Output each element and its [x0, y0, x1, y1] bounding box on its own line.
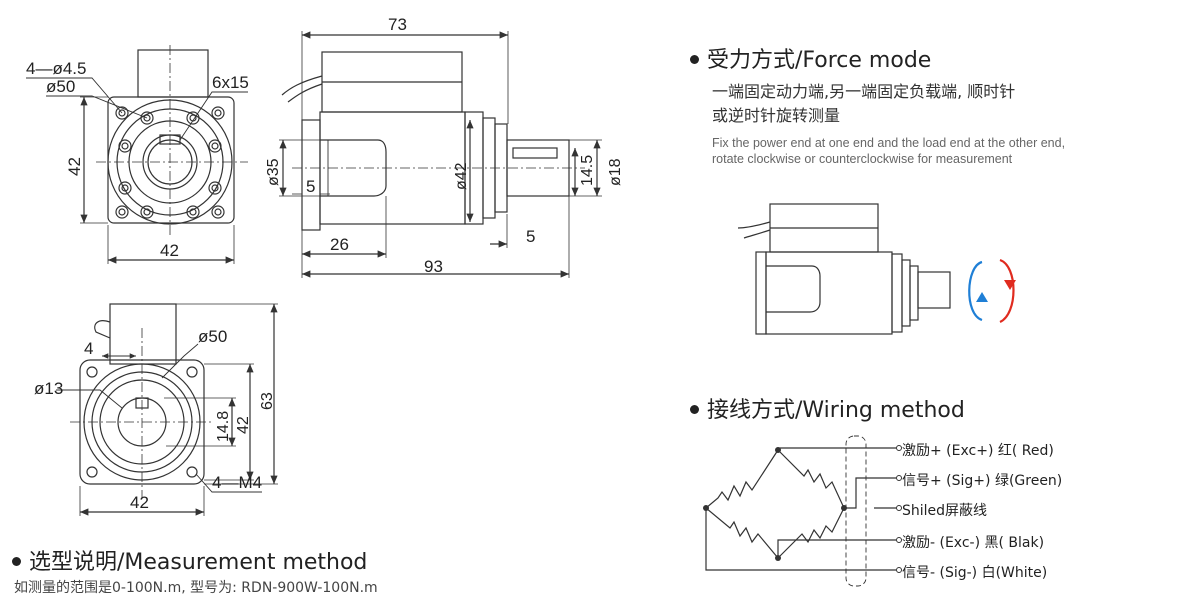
blue-arrowhead-icon — [976, 292, 988, 302]
force-mode-title: 受力方式/Force mode — [690, 42, 931, 74]
wire-label-sig-minus: 信号- (Sig-) 白(White) — [902, 565, 1048, 581]
wiring-title: 接线方式/Wiring method — [690, 392, 965, 424]
wire-label-exc-minus: 激励- (Exc-) 黑( Blak) — [902, 535, 1045, 551]
force-mode-desc-en-2: rotate clockwise or counterclockwise for… — [712, 152, 1013, 166]
dim-63: 63 — [259, 392, 276, 410]
dim-42-bottom: 42 — [130, 493, 149, 512]
dim-d50-bottom: ø50 — [198, 327, 227, 346]
force-mode-illustration — [737, 203, 1016, 335]
force-mode-desc-cn: 一端固定动力端,另一端固定负载端, 顺时针 或逆时针旋转测量 — [712, 80, 1112, 128]
measurement-title: 选型说明/Measurement method — [12, 544, 367, 576]
dim-d13: ø13 — [34, 379, 63, 398]
wire-label-shield: Shiled屏蔽线 — [902, 503, 988, 519]
dim-6x15: 6x15 — [212, 73, 249, 92]
dim-m4: 4—M4 — [212, 473, 262, 492]
dim-14-8: 14.8 — [215, 411, 232, 442]
measurement-example: 如测量的范围是0-100N.m, 型号为: RDN-900W-100N.m — [14, 580, 378, 596]
force-mode-desc-en-1: Fix the power end at one end and the loa… — [712, 136, 1066, 150]
force-mode-desc-en: Fix the power end at one end and the loa… — [712, 135, 1132, 167]
force-mode-desc-cn-1: 一端固定动力端,另一端固定负载端, 顺时针 — [712, 82, 1016, 101]
dim-hole: 4—ø4.5 — [26, 59, 86, 78]
cable-box — [137, 49, 209, 98]
dim-4: 4 — [84, 339, 93, 358]
dim-73: 73 — [388, 15, 407, 34]
bottom-drawing: ø50 4 ø13 14.8 42 63 42 4—M4 — [34, 303, 278, 516]
wiring-diagram — [703, 435, 902, 587]
dim-42-inner: 42 — [235, 416, 252, 434]
bullet-icon — [690, 404, 699, 414]
wiring-title-text: 接线方式/Wiring method — [707, 398, 965, 423]
dim-d50-top: ø50 — [46, 77, 75, 96]
force-mode-desc-cn-2: 或逆时针旋转测量 — [712, 106, 841, 125]
dim-42-bottom-top: 42 — [160, 241, 179, 260]
dim-5-right: 5 — [526, 227, 535, 246]
dim-d42: ø42 — [453, 162, 470, 190]
wire-label-sig-plus: 信号+ (Sig+) 绿(Green) — [902, 473, 1063, 489]
measurement-title-text: 选型说明/Measurement method — [29, 550, 368, 575]
bullet-icon — [12, 556, 21, 566]
bullet-icon — [690, 54, 699, 64]
force-mode-title-text: 受力方式/Force mode — [707, 48, 932, 73]
dim-42-left: 42 — [65, 157, 84, 176]
dim-5-left: 5 — [306, 177, 315, 196]
clockwise-arrow-icon — [999, 258, 1015, 324]
wire-label-exc-plus: 激励+ (Exc+) 红( Red) — [902, 443, 1054, 459]
top-drawings: 4—ø4.5 ø50 6x15 42 42 73 ø35 5 ø42 14.5 … — [26, 15, 624, 278]
dim-d35: ø35 — [265, 158, 282, 186]
dim-93: 93 — [424, 257, 443, 276]
dim-d18: ø18 — [607, 158, 624, 186]
dim-26: 26 — [330, 235, 349, 254]
dim-14-5: 14.5 — [579, 155, 596, 186]
red-arrowhead-icon — [1004, 280, 1016, 290]
counterclockwise-arrow-icon — [968, 260, 983, 322]
